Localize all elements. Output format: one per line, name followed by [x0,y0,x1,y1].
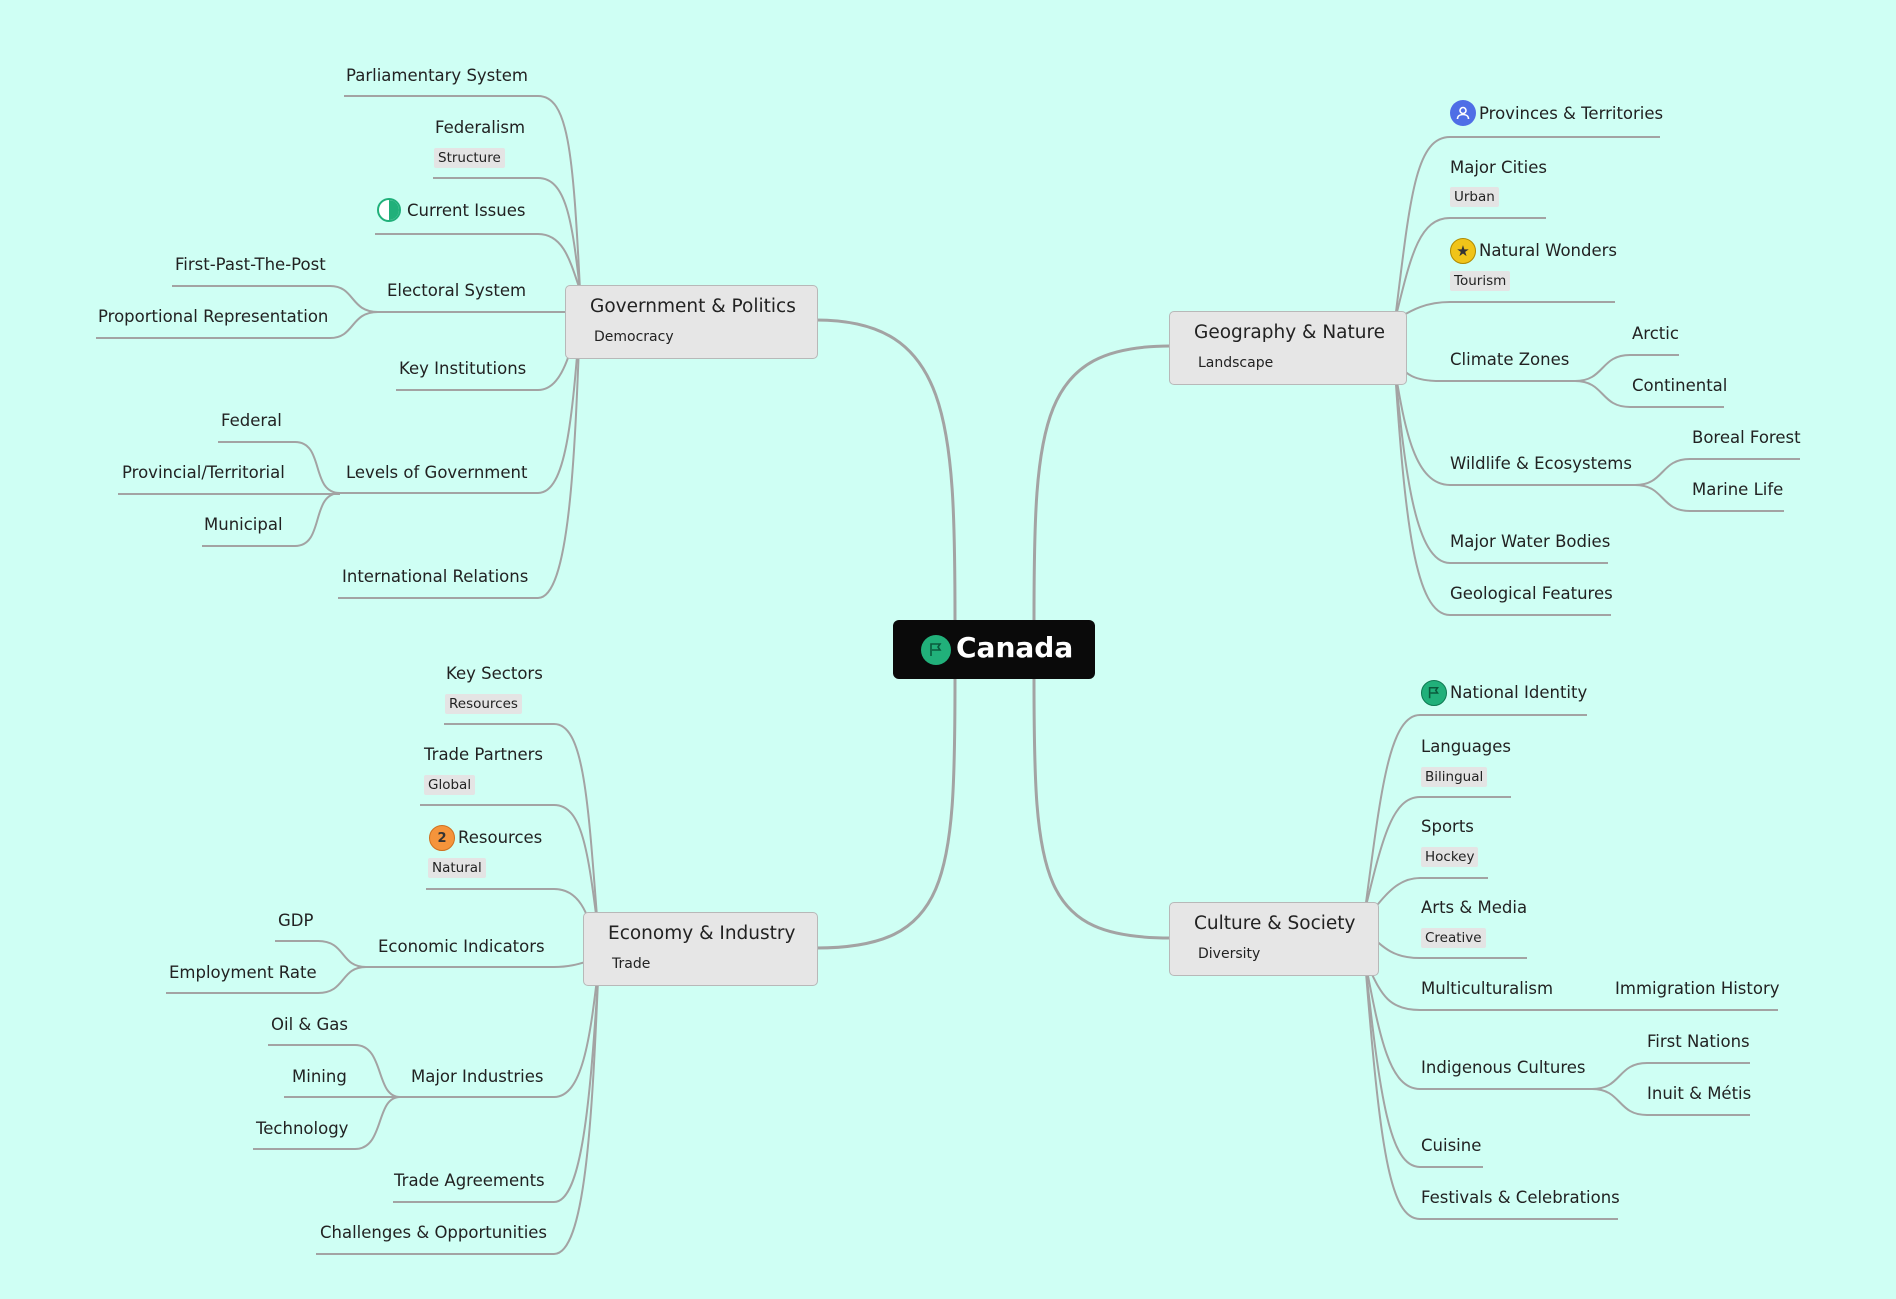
node-partners[interactable]: Trade Partners [424,745,543,764]
tag-creative: Creative [1421,928,1486,948]
node-institutions[interactable]: Key Institutions [399,359,527,378]
node-first-nations[interactable]: First Nations [1647,1032,1750,1051]
branch-title: Economy & Industry [608,923,796,944]
node-electoral[interactable]: Electoral System [387,281,527,300]
node-multiculturalism[interactable]: Multiculturalism [1421,979,1554,998]
node-provinces[interactable]: Provinces & Territories [1479,104,1664,123]
node-employment[interactable]: Employment Rate [169,963,317,982]
branch-title: Culture & Society [1194,913,1356,934]
node-arctic[interactable]: Arctic [1632,324,1679,343]
node-levels[interactable]: Levels of Government [346,463,528,482]
node-boreal[interactable]: Boreal Forest [1692,428,1801,447]
flag-icon [1421,680,1447,706]
node-parliamentary[interactable]: Parliamentary System [346,66,528,85]
node-federal[interactable]: Federal [221,411,282,430]
node-languages[interactable]: Languages [1421,737,1512,756]
node-fptp[interactable]: First-Past-The-Post [175,255,326,274]
node-tech[interactable]: Technology [256,1119,349,1138]
tag-natural: Natural [428,858,486,878]
branch-tag: Landscape [1198,355,1274,371]
node-resources[interactable]: Resources [458,828,543,847]
flag-icon [921,635,951,665]
node-sports[interactable]: Sports [1421,817,1474,836]
node-indigenous[interactable]: Indigenous Cultures [1421,1058,1586,1077]
branch-title: Government & Politics [590,296,796,317]
node-climate[interactable]: Climate Zones [1450,350,1570,369]
node-geological[interactable]: Geological Features [1450,584,1613,603]
node-oil[interactable]: Oil & Gas [271,1015,349,1034]
node-municipal[interactable]: Municipal [204,515,283,534]
node-continental[interactable]: Continental [1632,376,1728,395]
node-federalism[interactable]: Federalism [435,118,526,137]
node-cuisine[interactable]: Cuisine [1421,1136,1482,1155]
node-industries[interactable]: Major Industries [411,1067,544,1086]
node-current-issues[interactable]: Current Issues [407,201,526,220]
branch-culture[interactable]: Culture & Society Diversity [1169,902,1379,976]
star-icon: ★ [1450,238,1476,264]
node-water[interactable]: Major Water Bodies [1450,532,1611,551]
node-identity[interactable]: National Identity [1450,683,1588,702]
branch-tag: Diversity [1198,946,1261,962]
node-inuit[interactable]: Inuit & Métis [1647,1084,1752,1103]
node-sectors[interactable]: Key Sectors [446,664,543,683]
half-circle-icon [377,198,401,222]
node-gdp[interactable]: GDP [278,911,314,930]
node-mining[interactable]: Mining [292,1067,347,1086]
root-node[interactable]: Canada [893,620,1095,679]
tag-structure: Structure [434,148,505,168]
branch-economy[interactable]: Economy & Industry Trade [583,912,818,986]
node-marine[interactable]: Marine Life [1692,480,1784,499]
tag-global: Global [424,775,476,795]
node-agreements[interactable]: Trade Agreements [394,1171,545,1190]
tag-hockey: Hockey [1421,847,1479,867]
person-icon [1450,100,1476,126]
node-festivals[interactable]: Festivals & Celebrations [1421,1188,1620,1207]
node-international[interactable]: International Relations [342,567,529,586]
number-badge-icon: 2 [429,825,455,851]
node-indicators[interactable]: Economic Indicators [378,937,545,956]
node-provincial[interactable]: Provincial/Territorial [122,463,285,482]
node-proportional[interactable]: Proportional Representation [98,307,329,326]
node-wonders[interactable]: Natural Wonders [1479,241,1618,260]
root-title: Canada [956,631,1074,664]
node-challenges[interactable]: Challenges & Opportunities [320,1223,548,1242]
branch-government[interactable]: Government & Politics Democracy [565,285,818,359]
branch-tag: Democracy [594,329,674,345]
branch-title: Geography & Nature [1194,322,1386,343]
node-immigration[interactable]: Immigration History [1615,979,1780,998]
node-arts[interactable]: Arts & Media [1421,898,1528,917]
tag-resources: Resources [445,694,522,714]
tag-urban: Urban [1450,187,1499,207]
tag-tourism: Tourism [1450,271,1511,291]
node-cities[interactable]: Major Cities [1450,158,1547,177]
node-wildlife[interactable]: Wildlife & Ecosystems [1450,454,1632,473]
tag-bilingual: Bilingual [1421,767,1488,787]
branch-geography[interactable]: Geography & Nature Landscape [1169,311,1407,385]
branch-tag: Trade [612,956,651,972]
